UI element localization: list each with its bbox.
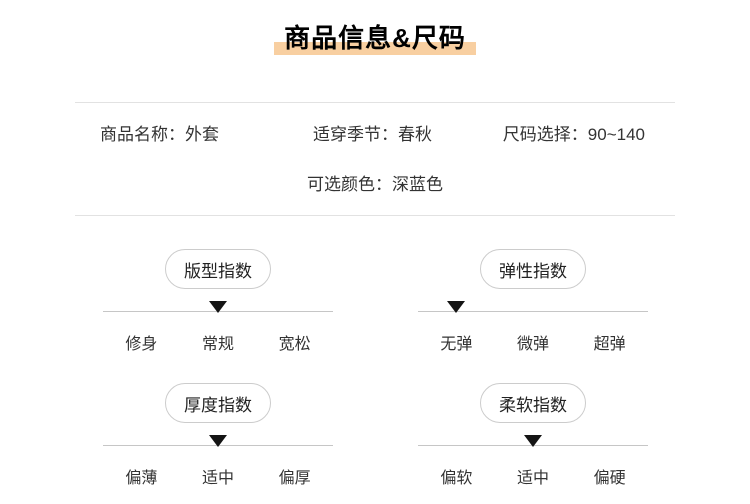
thickness-index-label: 厚度指数 (184, 395, 252, 415)
size-range-text: 尺码选择：90~140 (502, 125, 645, 145)
product-info-block: 商品名称：外套 适穿季节：春秋 尺码选择：90~140 可选颜色：深蓝色 (75, 102, 675, 217)
triangle-down-icon (447, 301, 466, 314)
fit-index-options: 修身 常规 宽松 (103, 330, 333, 354)
triangle-down-icon (524, 435, 542, 448)
thickness-index-options: 偏薄 适中 偏厚 (103, 464, 333, 488)
index-row-top: 版型指数 修身 常规 宽松 弹性指数 (75, 249, 675, 354)
color-option-text: 可选颜色：深蓝色 (307, 175, 443, 195)
triangle-down-icon (209, 435, 227, 448)
info-row-secondary: 可选颜色：深蓝色 (75, 170, 675, 195)
index-row-bottom: 厚度指数 偏薄 适中 偏厚 柔软指数 (75, 383, 675, 488)
softness-index-label: 柔软指数 (499, 395, 567, 415)
index-section-softness: 柔软指数 偏软 适中 偏硬 (418, 383, 648, 488)
index-option-label: 偏软 (440, 470, 473, 488)
page-title: 商品信息&尺码 (274, 23, 476, 56)
product-name-text: 商品名称：外套 (100, 125, 219, 145)
index-option-label: 宽松 (278, 336, 311, 354)
slider-line (418, 311, 648, 313)
index-section-elasticity: 弹性指数 无弹 微弹 超弹 (418, 249, 648, 354)
fit-index-label: 版型指数 (184, 261, 252, 281)
index-option-label: 修身 (125, 336, 158, 354)
elasticity-index-slider (418, 301, 648, 317)
index-option-label: 偏厚 (278, 470, 311, 488)
index-option-label: 常规 (202, 336, 235, 354)
index-section-thickness: 厚度指数 偏薄 适中 偏厚 (103, 383, 333, 488)
index-option-label: 无弹 (440, 336, 473, 354)
softness-index-slider (418, 435, 648, 451)
softness-index-pill: 柔软指数 (480, 383, 586, 424)
index-option-label: 适中 (517, 470, 550, 488)
season-text: 适穿季节：春秋 (312, 125, 432, 145)
index-option-label: 偏硬 (593, 470, 626, 488)
elasticity-index-options: 无弹 微弹 超弹 (418, 330, 648, 354)
elasticity-index-label: 弹性指数 (499, 261, 567, 281)
softness-index-options: 偏软 适中 偏硬 (418, 464, 648, 488)
title-row: 商品信息&尺码 (0, 0, 750, 56)
info-row-primary: 商品名称：外套 适穿季节：春秋 尺码选择：90~140 (75, 120, 675, 145)
index-option-label: 偏薄 (125, 470, 158, 488)
index-option-label: 适中 (202, 470, 235, 488)
index-option-label: 微弹 (517, 336, 550, 354)
fit-index-slider (103, 301, 333, 317)
thickness-index-pill: 厚度指数 (165, 383, 271, 424)
elasticity-index-pill: 弹性指数 (480, 249, 586, 290)
index-grid: 版型指数 修身 常规 宽松 弹性指数 (75, 249, 675, 488)
triangle-down-icon (209, 301, 227, 314)
index-option-label: 超弹 (593, 336, 626, 354)
thickness-index-slider (103, 435, 333, 451)
fit-index-pill: 版型指数 (165, 249, 271, 290)
index-section-fit: 版型指数 修身 常规 宽松 (103, 249, 333, 354)
